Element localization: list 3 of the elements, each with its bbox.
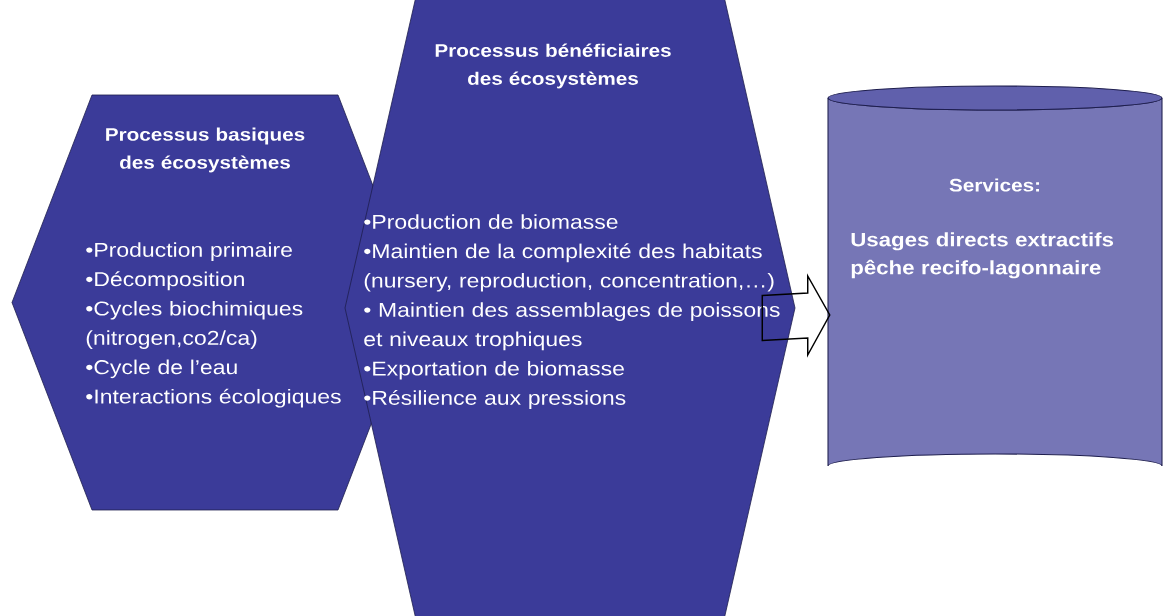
node-label: Processus bénéficiaires des écosystèmes bbox=[435, 43, 671, 89]
cylinder: Services: Usages directs extractifs pêche recifo-lagonnaire bbox=[827, 85, 1163, 467]
block-arrow bbox=[761, 273, 831, 358]
